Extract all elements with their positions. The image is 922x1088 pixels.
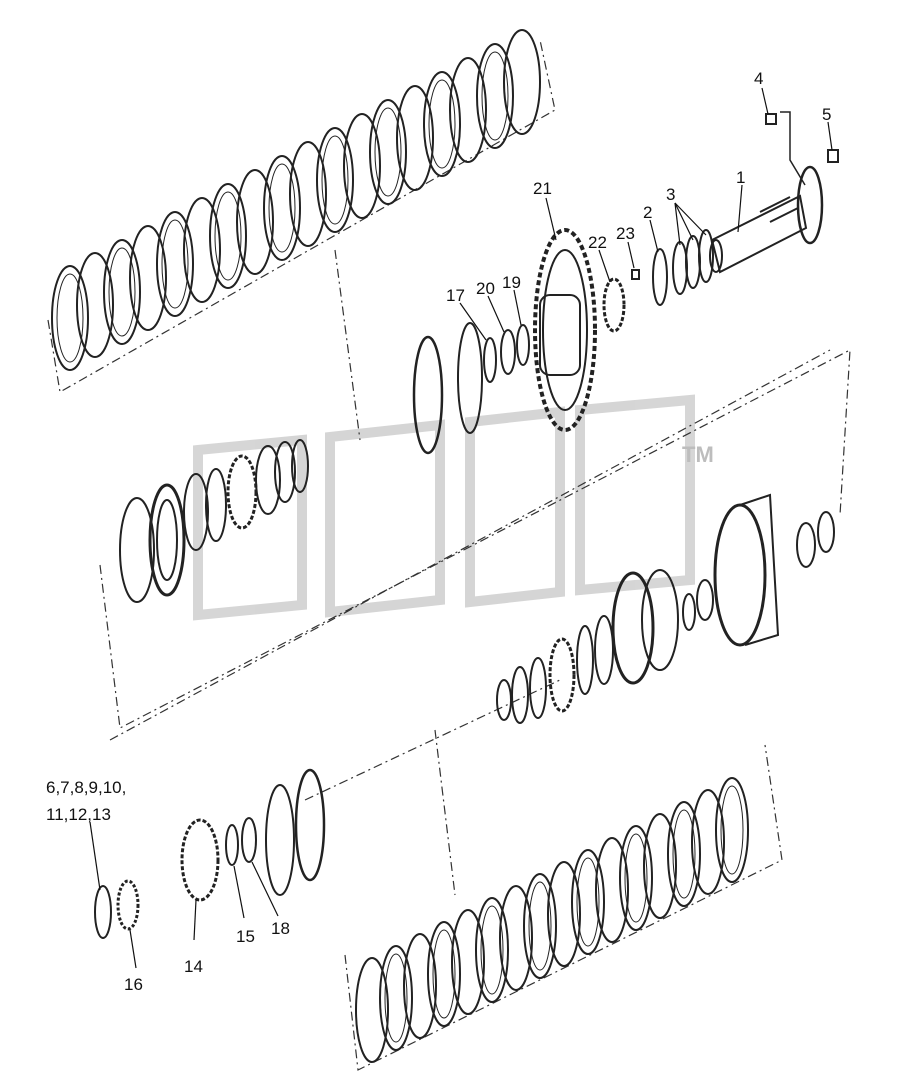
seal-rings-parts-2-3 [652, 229, 714, 306]
right-drum-assembly [496, 493, 835, 724]
callout-23: 23 [616, 224, 635, 243]
callout-3: 3 [666, 185, 675, 204]
callout-18: 18 [271, 919, 290, 938]
callout-17: 17 [446, 286, 465, 305]
callout-21: 21 [533, 179, 552, 198]
callout-labels: 1 2 3 4 5 6,7,8,9,10, 11,12,13 14 15 16 … [46, 69, 831, 994]
plug-part-5 [827, 149, 839, 163]
callout-1: 1 [736, 168, 745, 187]
watermark-logo [193, 394, 695, 621]
left-middle-assembly [119, 439, 309, 603]
leader-lines [89, 87, 833, 969]
callout-2: 2 [643, 203, 652, 222]
callout-15: 15 [236, 927, 255, 946]
callout-16: 16 [124, 975, 143, 994]
callout-4: 4 [754, 69, 763, 88]
callout-19: 19 [502, 273, 521, 292]
callout-6-13-line1: 6,7,8,9,10, [46, 778, 126, 797]
small-part-23 [631, 269, 640, 280]
middle-ring-set [412, 322, 530, 455]
callout-22: 22 [588, 233, 607, 252]
lower-left-parts [94, 768, 326, 939]
callout-5: 5 [822, 105, 831, 124]
assembly-guide-lines [47, 39, 851, 1071]
shaft-part-1 [709, 111, 824, 274]
callout-14: 14 [184, 957, 203, 976]
callout-20: 20 [476, 279, 495, 298]
watermark-trademark: TM [682, 442, 714, 467]
callout-6-13-line2: 11,12,13 [46, 805, 111, 824]
upper-clutch-plate-pack [51, 29, 541, 371]
bearing-part-22 [602, 277, 626, 333]
lower-clutch-plate-pack [355, 777, 749, 1063]
pin-part-4 [765, 113, 777, 125]
large-gear-part-21 [533, 228, 597, 432]
